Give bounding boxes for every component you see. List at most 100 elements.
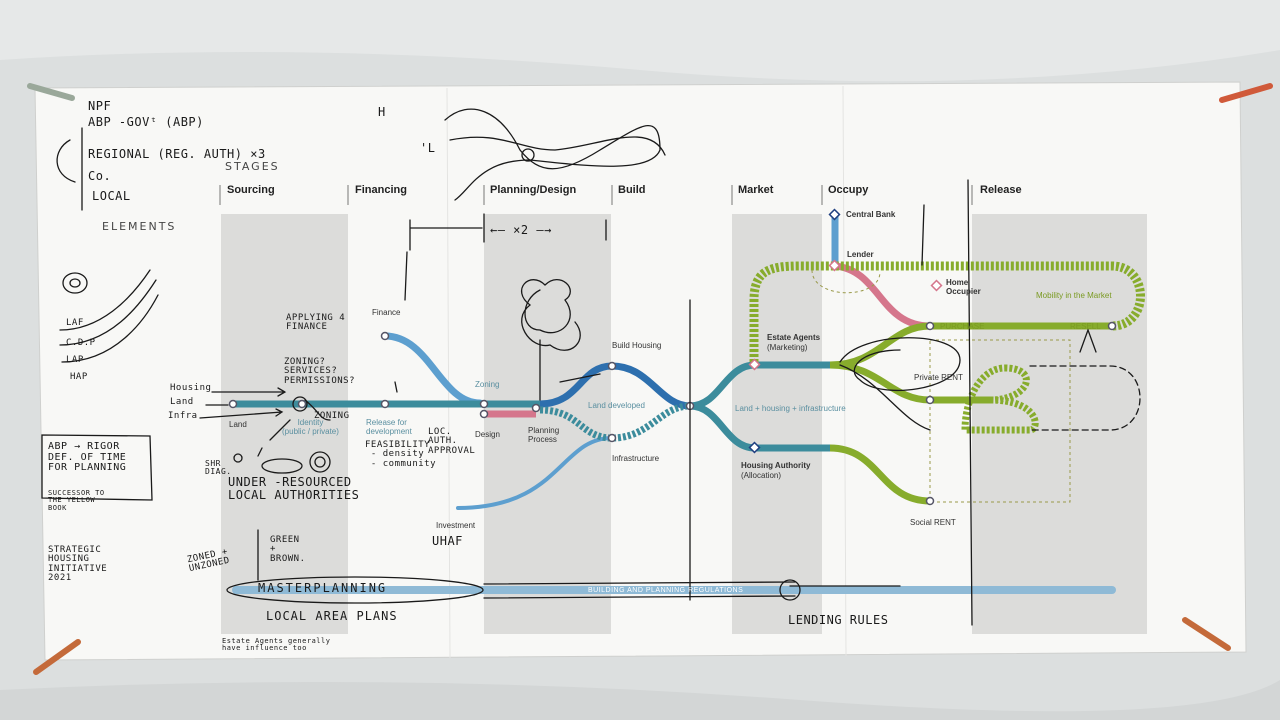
band-sourcing — [221, 214, 348, 634]
label-design: Design — [475, 430, 500, 439]
node-finance — [380, 331, 390, 341]
label-regulations: BUILDING AND PLANNING REGULATIONS — [588, 587, 744, 594]
stage-bands — [221, 214, 1147, 634]
node-social — [925, 496, 935, 506]
hand-x2: ←— ×2 —→ — [490, 223, 552, 237]
label-estate-agents: Estate Agents — [767, 333, 821, 342]
stage-dividers — [219, 185, 973, 205]
hand-green-brown: GREEN + BROWN. — [270, 535, 306, 564]
hand-land: Land — [170, 397, 194, 407]
label-identity: Identity (public / private) — [282, 418, 339, 437]
hand-uhaf: UHAF — [432, 534, 463, 548]
hand-shr: SHR DIAG. — [205, 459, 232, 477]
hand-applying: APPLYING 4 FINANCE — [286, 313, 346, 333]
dashed-rent-box — [929, 339, 1071, 503]
hand-strategic: STRATEGIC HOUSING INITIATIVE 2021 — [48, 545, 108, 584]
pen-annotations — [41, 108, 1141, 626]
line-finance — [381, 332, 484, 407]
label-land-developed: Land developed — [588, 401, 645, 410]
stage-sourcing: Sourcing — [227, 184, 275, 196]
node-land — [228, 399, 238, 409]
hand-loc-auth: LOC. AUTH. APPROVAL — [428, 427, 476, 456]
hand-estate-note: Estate Agents generally have influence t… — [222, 637, 331, 653]
hand-successor: SUCCESSOR TO THE YELLOW BOOK — [48, 489, 105, 512]
node-identity — [297, 399, 307, 409]
hand-housing: Housing — [170, 383, 212, 393]
hand-h-mark: H — [378, 105, 386, 119]
hand-cdp: C.D.P — [66, 338, 96, 348]
hand-abp-gov: ABP -GOVᵗ (ABP) — [88, 115, 204, 129]
node-private — [925, 395, 935, 405]
hand-masterplanning: MASTERPLANNING — [258, 581, 388, 595]
diamond-lender — [828, 259, 841, 272]
hand-lending-rules: LENDING RULES — [788, 613, 889, 627]
hand-local-area-plans: LOCAL AREA PLANS — [266, 609, 398, 623]
diamond-estate — [748, 358, 761, 371]
line-private-loop — [961, 364, 1039, 434]
hand-local: LOCAL — [92, 189, 131, 203]
stage-market: Market — [738, 184, 774, 196]
hand-county: Co. — [88, 169, 112, 183]
stage-financing: Financing — [355, 184, 407, 196]
hand-zoning: ZONING — [314, 411, 350, 421]
label-lender: Lender — [847, 250, 874, 259]
label-land: Land — [229, 420, 247, 429]
node-release — [380, 399, 390, 409]
band-planning — [484, 214, 611, 634]
stage-release: Release — [980, 184, 1022, 196]
label-release: Release for development — [366, 418, 412, 437]
hand-under-resourced: UNDER -RESOURCED LOCAL AUTHORITIES — [228, 475, 360, 502]
label-estate-agents-sub: (Marketing) — [767, 343, 808, 352]
hand-feasibility: FEASIBILITY - density - community — [365, 440, 437, 469]
hand-lap: LAP — [66, 355, 84, 365]
line-mobility — [749, 261, 1145, 362]
node-infra — [607, 433, 617, 443]
line-social-rent — [829, 444, 931, 505]
label-planning-process: Planning Process — [528, 426, 560, 445]
pin-bottom-right — [1182, 617, 1231, 651]
label-central-bank: Central Bank — [846, 210, 896, 219]
node-build — [607, 361, 617, 371]
label-infrastructure: Infrastructure — [612, 454, 660, 463]
label-purchase: PURCHASE — [940, 322, 985, 331]
node-zoning — [479, 399, 489, 409]
node-purchase — [925, 321, 935, 331]
regulations-bar — [232, 586, 1116, 594]
hand-abp-rigor: ABP → RIGOR DEF. OF TIME FOR PLANNING — [48, 441, 127, 473]
label-finance: Finance — [372, 308, 401, 317]
hand-npf: NPF — [88, 99, 112, 113]
diamond-central-bank — [828, 208, 841, 221]
label-resell: RESELL — [1070, 322, 1101, 331]
hand-infra: Infra — [168, 411, 198, 421]
label-housing-authority: Housing Authority — [741, 461, 811, 470]
label-mobility: Mobility in the Market — [1036, 291, 1112, 300]
label-social-rent: Social RENT — [910, 518, 956, 527]
line-lender — [834, 262, 931, 330]
node-design — [479, 409, 489, 419]
band-market — [732, 214, 822, 634]
diamond-home — [930, 279, 943, 292]
label-private-rent: Private RENT — [914, 373, 963, 382]
line-infrastructure — [539, 402, 691, 442]
node-planning — [531, 403, 541, 413]
pin-bottom-left — [33, 639, 81, 675]
hand-laf: LAF — [66, 318, 84, 328]
stage-planning-design: Planning/Design — [490, 184, 577, 196]
stage-occupy: Occupy — [828, 184, 869, 196]
stages-label: STAGES — [225, 160, 280, 173]
line-private-rent — [829, 361, 990, 404]
label-land-housing-infra: Land + housing + infrastructure — [735, 404, 846, 413]
line-investment — [456, 436, 614, 510]
pin-top-right — [1219, 83, 1273, 103]
elements-label: ELEMENTS — [102, 220, 177, 233]
hand-regional: REGIONAL (REG. AUTH) ×3 — [88, 147, 266, 161]
pin-top-left — [27, 83, 75, 101]
label-zoning: Zoning — [475, 380, 500, 389]
label-investment: Investment — [436, 521, 476, 530]
band-release — [972, 214, 1147, 634]
label-housing-authority-sub: (Allocation) — [741, 471, 782, 480]
diamond-authority — [748, 441, 761, 454]
stage-build: Build — [618, 184, 646, 196]
label-build-housing: Build Housing — [612, 341, 662, 350]
